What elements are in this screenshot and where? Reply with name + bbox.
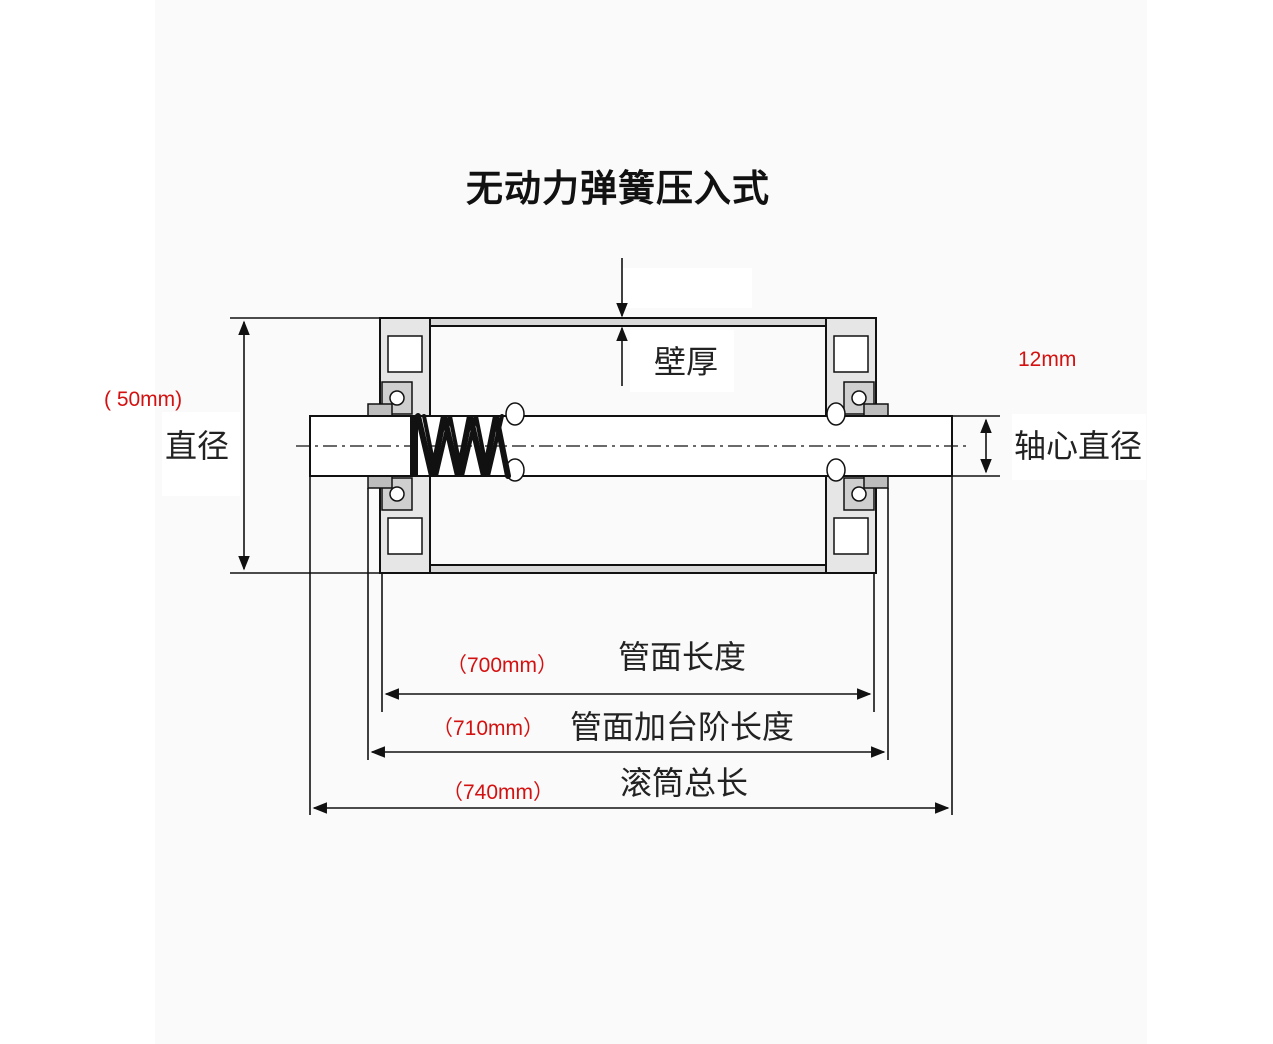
roller-total-length-label: 滚筒总长 bbox=[620, 764, 749, 802]
spring bbox=[410, 413, 511, 479]
wall-thickness-label: 壁厚 bbox=[654, 343, 719, 381]
roller-total-length-value: （740mm） bbox=[442, 781, 555, 804]
diagram-title: 无动力弹簧压入式 bbox=[466, 167, 770, 210]
diameter-label: 直径 bbox=[165, 427, 230, 465]
length-dimensions bbox=[309, 476, 953, 815]
tube-length-label: 管面长度 bbox=[618, 638, 747, 676]
diameter-value: ( 50mm) bbox=[104, 388, 183, 411]
tube-step-length-value: （710mm） bbox=[432, 717, 545, 740]
label-backdrop-shaft bbox=[1012, 414, 1146, 480]
tube-length-value: （700mm） bbox=[446, 654, 559, 677]
label-backdrop-diameter bbox=[162, 412, 240, 496]
shaft-diameter-value: 12mm bbox=[1018, 348, 1077, 371]
tube-step-length-label: 管面加台阶长度 bbox=[570, 708, 795, 746]
diagram-background bbox=[155, 0, 1147, 1044]
label-backdrop-top bbox=[622, 268, 752, 308]
shaft-diameter-dimension bbox=[952, 415, 1000, 477]
label-backdrop-wall bbox=[630, 330, 734, 392]
diameter-dimension bbox=[230, 317, 380, 574]
shaft-diameter-label: 轴心直径 bbox=[1014, 427, 1143, 465]
